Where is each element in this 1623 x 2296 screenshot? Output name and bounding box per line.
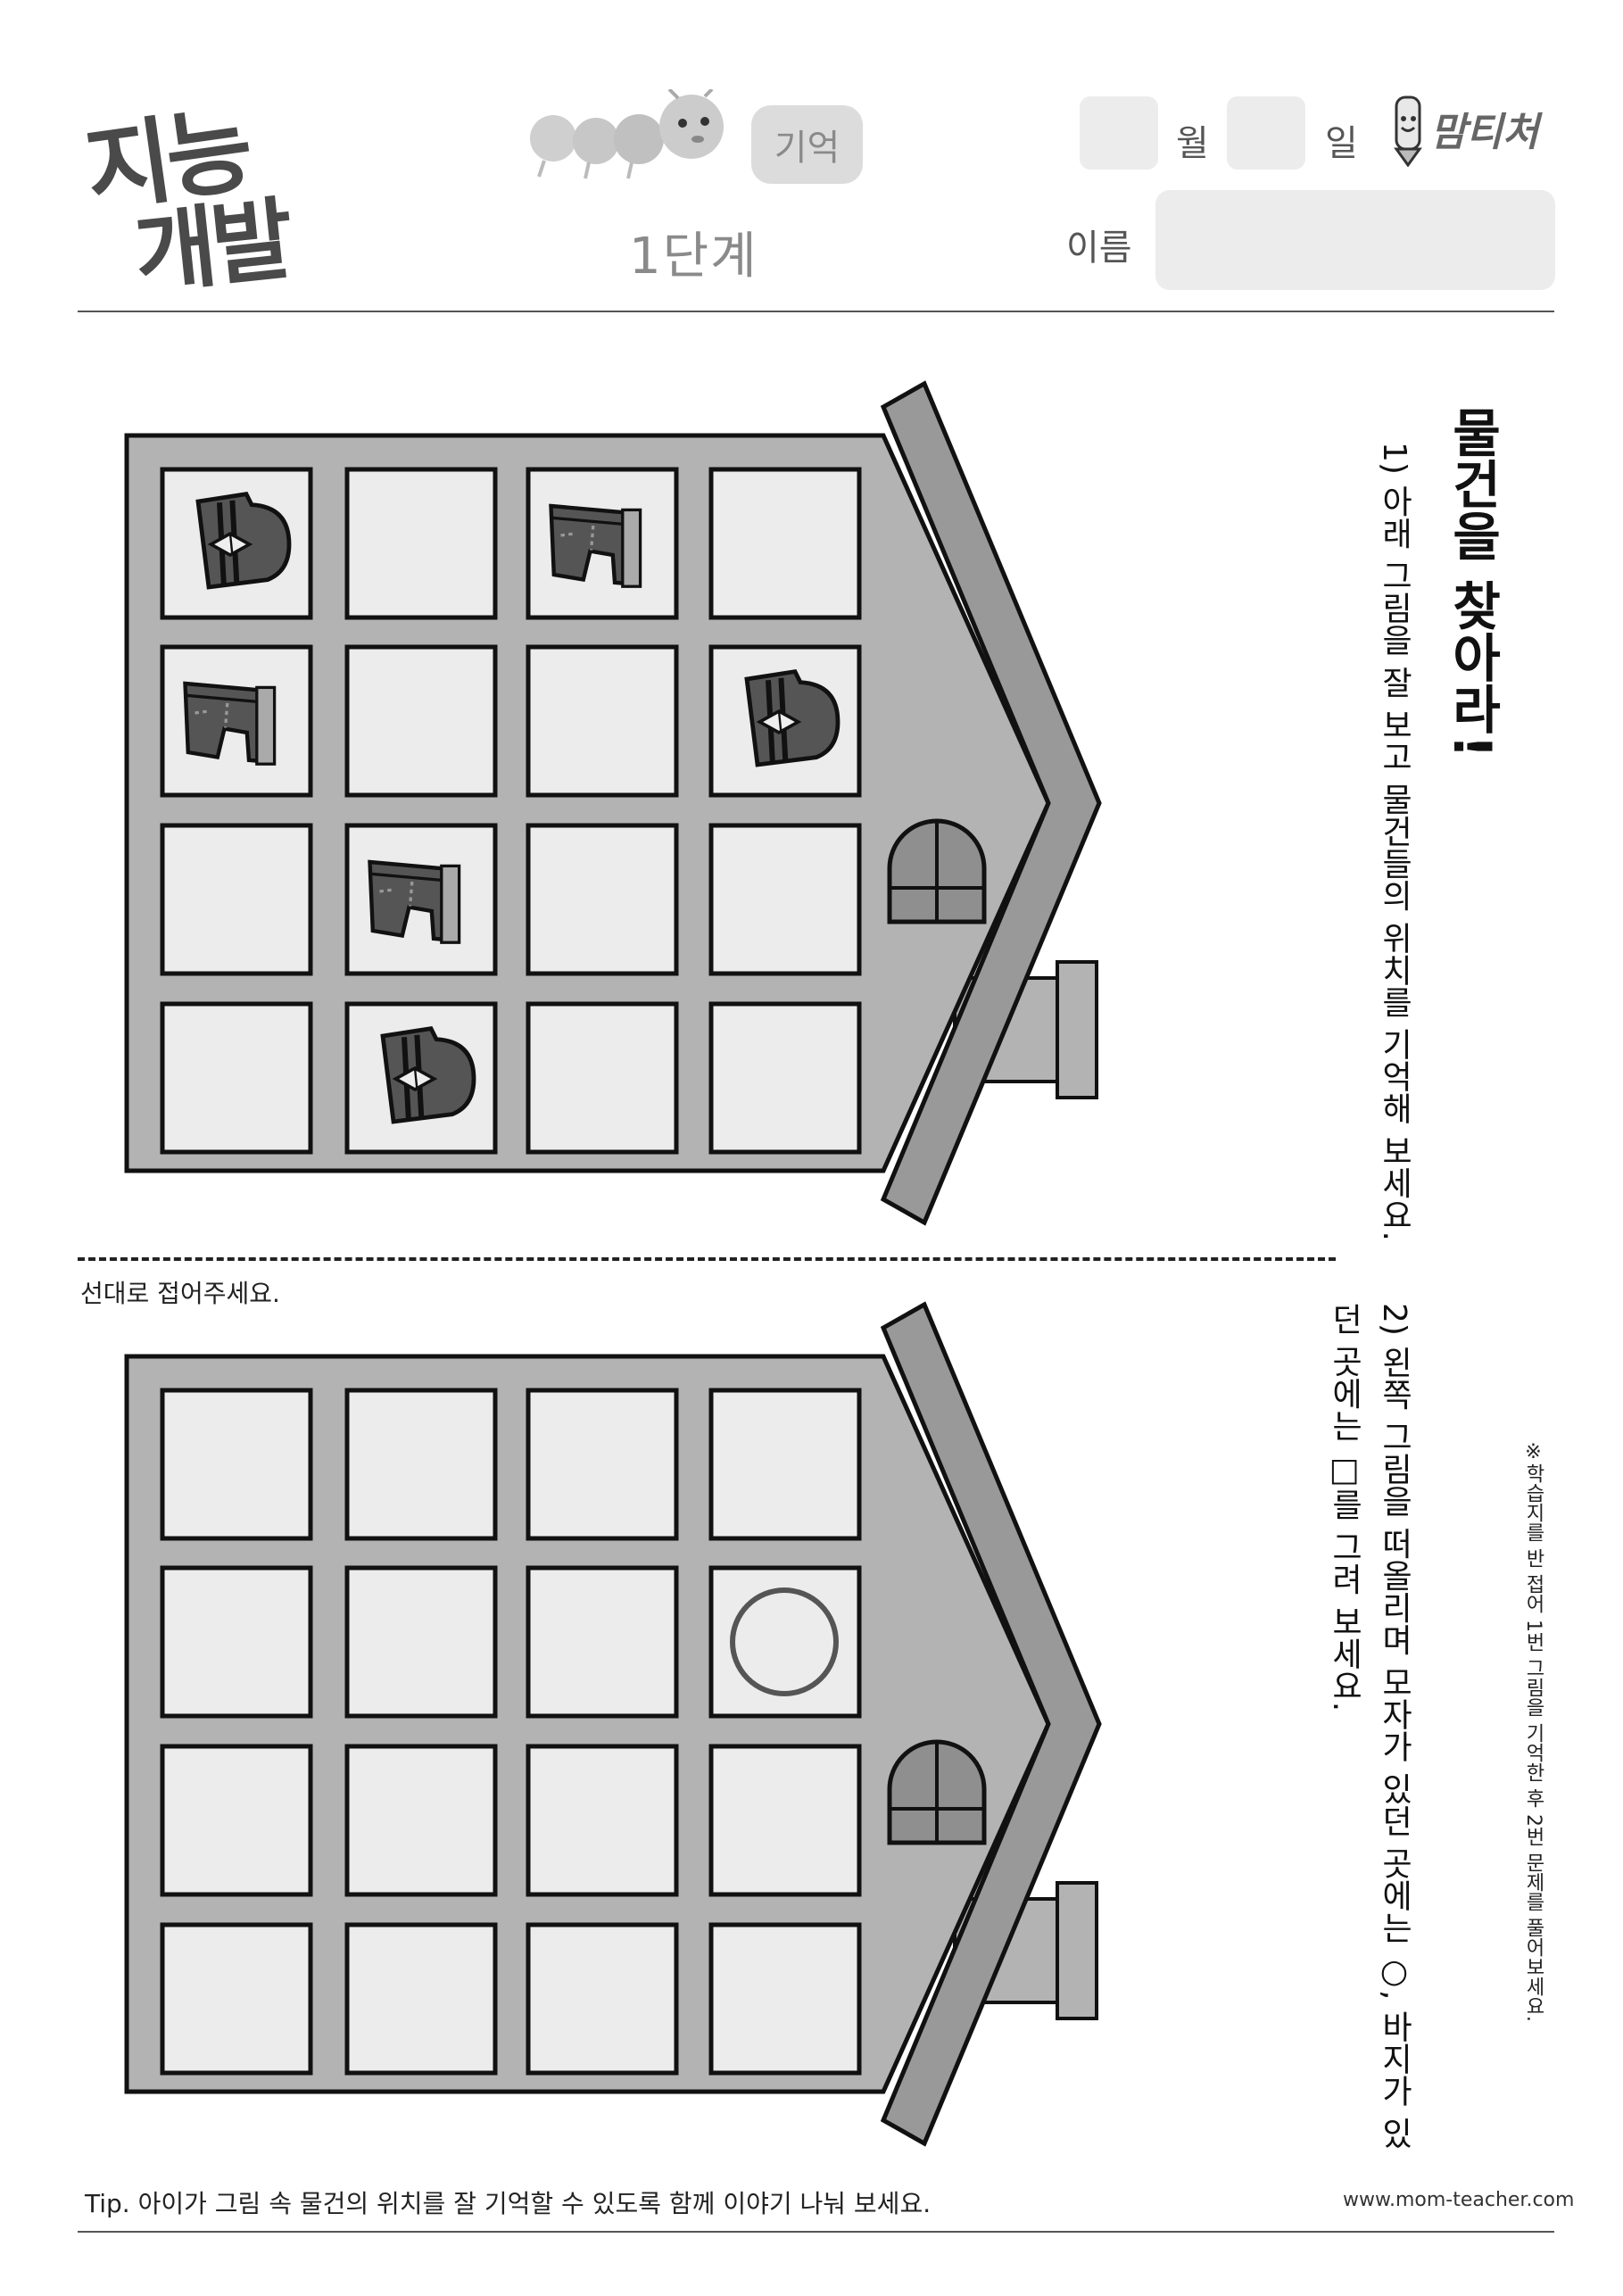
window-cell bbox=[526, 1922, 679, 2076]
hat-icon bbox=[744, 668, 840, 767]
window-cell bbox=[344, 1388, 498, 1541]
half-round-window-icon bbox=[887, 1739, 987, 1845]
side-note: ※학습지를 반 접어 1번 그림을 기억한 후 2번 문제를 풀어보세요. bbox=[1522, 1441, 1544, 2022]
window-cell bbox=[708, 1388, 862, 1541]
day-label: 일 bbox=[1325, 123, 1358, 164]
window-cell bbox=[708, 1744, 862, 1897]
level-label: 1단계 bbox=[629, 228, 758, 286]
circle-mark-icon bbox=[730, 1587, 839, 1696]
window-cell bbox=[708, 467, 862, 620]
window-cell bbox=[708, 1001, 862, 1155]
name-label: 이름 bbox=[1066, 228, 1132, 269]
window-cell bbox=[160, 1744, 313, 1897]
window-cell bbox=[344, 1744, 498, 1897]
half-round-window-icon bbox=[887, 818, 987, 924]
month-label: 월 bbox=[1176, 123, 1209, 164]
category-badge-label: 기억 bbox=[774, 128, 840, 169]
month-box[interactable] bbox=[1080, 96, 1158, 170]
instruction-1: 1) 아래 그림을 잘 보고 물건들의 위치를 기억해 보세요. bbox=[1312, 442, 1419, 1263]
pencil-mascot-icon bbox=[1394, 95, 1422, 167]
window-cell bbox=[344, 467, 498, 620]
window-cell bbox=[526, 644, 679, 798]
instruction-2: 2) 왼쪽 그림을 떠올리며 모자가 있던 곳에는 ○, 바지가 있던 곳에는 … bbox=[1312, 1303, 1419, 2177]
window-cell bbox=[344, 644, 498, 798]
header-divider bbox=[78, 311, 1554, 312]
pants-icon bbox=[183, 681, 277, 766]
hat-icon bbox=[195, 491, 292, 590]
page-title: 물건을 찾아라! bbox=[1442, 406, 1503, 758]
website: www.mom-teacher.com bbox=[1343, 2189, 1575, 2211]
roof bbox=[880, 380, 1102, 1226]
category-badge: 기억 bbox=[751, 105, 863, 184]
name-input[interactable] bbox=[1155, 190, 1555, 290]
tip-text: Tip. 아이가 그림 속 물건의 위치를 잘 기억할 수 있도록 함께 이야기… bbox=[85, 2189, 932, 2218]
window-cell bbox=[708, 823, 862, 976]
pants-icon bbox=[368, 859, 461, 944]
building-bottom bbox=[124, 1301, 1102, 2147]
window-cell bbox=[708, 1922, 862, 2076]
footer-divider bbox=[78, 2231, 1554, 2233]
window-cell bbox=[160, 1922, 313, 2076]
instruction-2-text: 2) 왼쪽 그림을 떠올리며 모자가 있던 곳에는 ○, 바지가 있던 곳에는 … bbox=[1326, 1303, 1412, 2150]
hat-icon bbox=[380, 1025, 476, 1124]
pants-icon bbox=[549, 503, 642, 588]
instruction-1-text: 1) 아래 그림을 잘 보고 물건들의 위치를 기억해 보세요. bbox=[1376, 442, 1412, 1241]
roof bbox=[880, 1301, 1102, 2147]
window-cell bbox=[160, 1001, 313, 1155]
building-top bbox=[124, 380, 1102, 1226]
brand-name: 맘티처 bbox=[1430, 110, 1539, 155]
chimney-cap bbox=[1056, 1881, 1098, 2020]
window-cell bbox=[160, 1388, 313, 1541]
fold-text: 선대로 접어주세요. bbox=[80, 1279, 280, 1308]
window-cell bbox=[526, 1744, 679, 1897]
caterpillar-icon bbox=[530, 89, 724, 179]
window-cell bbox=[526, 823, 679, 976]
window-cell bbox=[344, 1565, 498, 1719]
window-cell bbox=[526, 1001, 679, 1155]
window-cell bbox=[526, 1565, 679, 1719]
window-cell bbox=[526, 1388, 679, 1541]
fold-line bbox=[78, 1257, 1336, 1261]
day-box[interactable] bbox=[1227, 96, 1305, 170]
window-cell bbox=[160, 823, 313, 976]
chimney-cap bbox=[1056, 960, 1098, 1099]
window-cell bbox=[344, 1922, 498, 2076]
window-cell bbox=[160, 1565, 313, 1719]
